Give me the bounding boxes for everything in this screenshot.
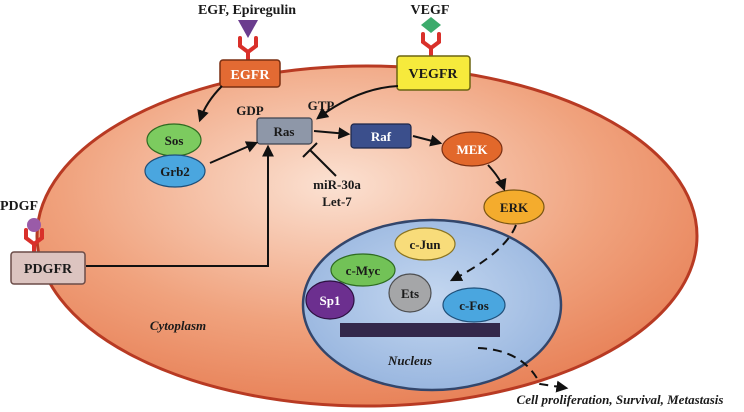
arrow-pdgfr-to-ras [86,144,274,267]
outcome-label: Cell proliferation, Survival, Metastasis [517,392,724,407]
vegfr-box [396,55,471,91]
arrow-grb2-to-ras [209,141,259,164]
cytoplasm-label: Cytoplasm [150,318,206,333]
inhibit-bar [302,142,318,158]
sos-label: Sos [165,133,184,148]
grb2-label: Grb2 [160,164,190,179]
sp1-node [305,280,355,320]
arrow-nucleus-to-outcome [477,347,569,393]
mek-node [441,131,503,167]
dna-bar [340,323,500,337]
cjun-node [394,227,456,261]
arrow-ras-to-raf [313,127,351,140]
vegfr-label: VEGFR [409,67,459,82]
sp1-label: Sp1 [320,293,341,308]
egf-ligand-label: EGF, Epiregulin [198,3,296,18]
pdgfr-receptor-icon [24,228,44,254]
vegf-ligand-label: VEGF [411,3,450,18]
ras-label: Ras [274,124,295,139]
mir30a-label: miR-30a [313,177,361,192]
ets-node [388,273,432,313]
cmyc-label: c-Myc [346,263,381,278]
arrow-egfr-to-sos [197,85,223,123]
egf-ligand-icon [238,20,258,38]
raf-label: Raf [371,129,392,144]
pdgfr-box [10,251,86,285]
cfos-node [442,287,506,323]
pdgf-ligand-label: PDGF [0,199,38,214]
arrow-mek-to-erk [487,164,507,192]
cjun-label: c-Jun [409,237,441,252]
nucleus-label: Nucleus [387,353,432,368]
pdgfr-label: PDGFR [24,262,73,277]
grb2-node [144,154,206,188]
ras-box [256,117,313,145]
cfos-label: c-Fos [459,298,489,313]
erk-label: ERK [500,200,529,215]
let7-label: Let-7 [322,194,352,209]
egfr-label: EGFR [231,68,271,83]
cmyc-node [330,253,396,287]
egfr-receptor-icon [238,36,258,62]
mek-label: MEK [456,142,488,157]
pdgf-ligand-icon [27,218,41,232]
arrow-vegfr-to-ras [316,85,399,120]
vegfr-receptor-icon [421,32,441,58]
arrow-raf-to-mek [412,134,443,147]
arrow-erk-to-nucleus [449,224,517,282]
erk-node [483,189,545,225]
inhibit-mirna-to-ras [309,149,337,177]
gdp-label: GDP [236,103,264,118]
egfr-box [219,59,281,88]
raf-box [350,123,412,149]
gtp-label: GTP [308,98,335,113]
ets-label: Ets [401,286,419,301]
vegf-ligand-icon [421,17,441,33]
